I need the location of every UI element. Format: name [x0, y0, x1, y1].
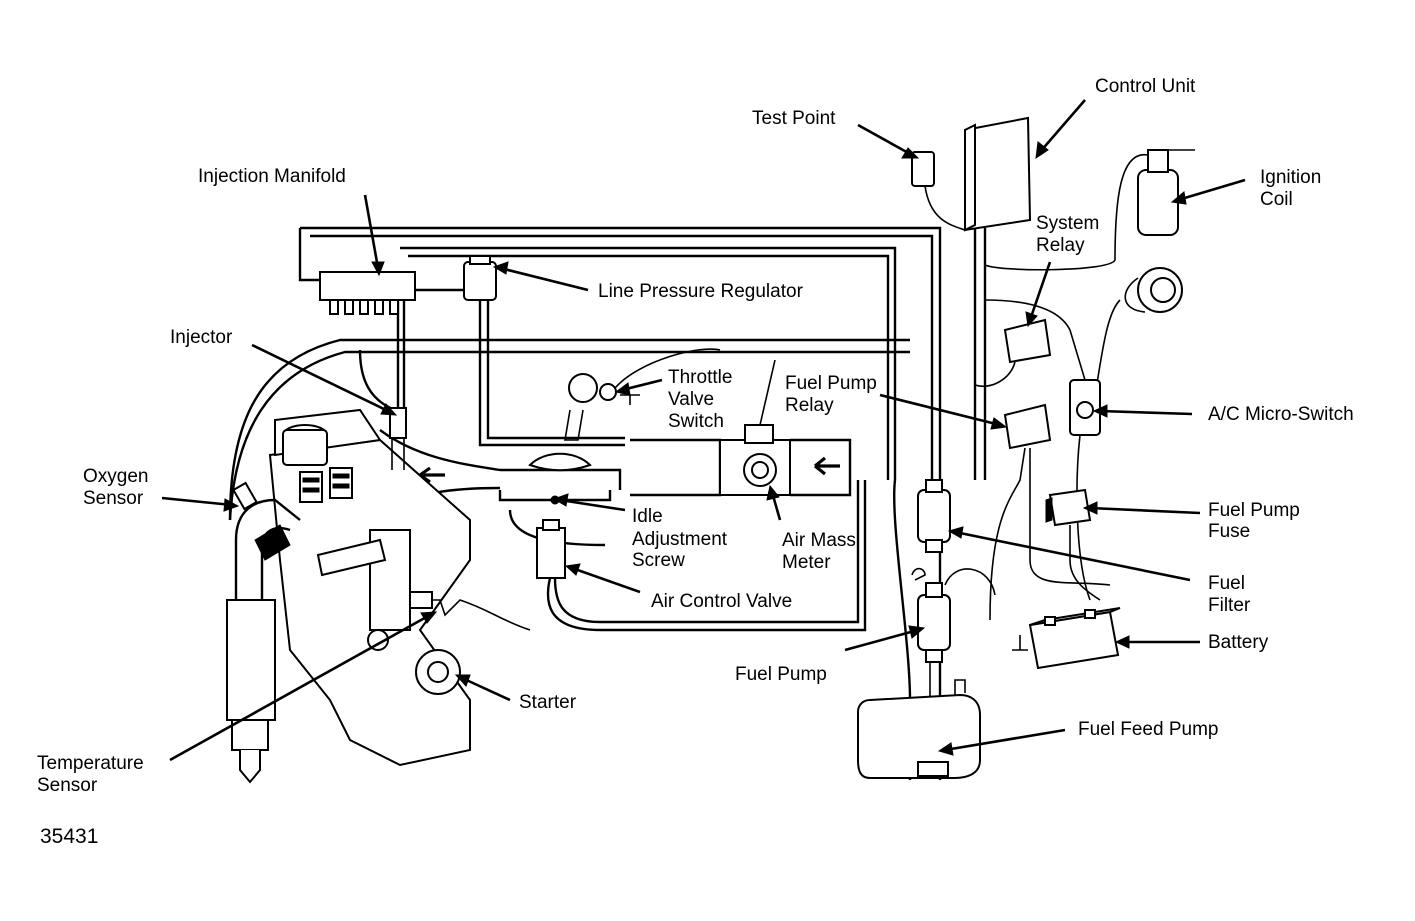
- figure-number: 35431: [40, 825, 98, 848]
- label-injection-manifold: Injection Manifold: [198, 166, 346, 187]
- leader-arrows: [161, 99, 1246, 762]
- label-ac-micro-switch: A/C Micro-Switch: [1208, 404, 1354, 425]
- air-mass-meter: [719, 424, 791, 496]
- control-unit: [911, 116, 1032, 480]
- label-throttle-valve-3: Switch: [668, 411, 724, 432]
- fuel-tank: [857, 567, 981, 779]
- label-temperature-sensor-2: Sensor: [37, 775, 98, 796]
- label-idle-adjustment-2: Adjustment: [632, 529, 728, 550]
- label-test-point: Test Point: [752, 108, 836, 129]
- label-fuel-filter-1: Fuel: [1208, 573, 1245, 594]
- label-fuel-pump-fuse-2: Fuse: [1208, 521, 1250, 542]
- starter: [409, 591, 531, 695]
- label-air-control-valve: Air Control Valve: [651, 591, 792, 612]
- label-air-mass-meter-1: Air Mass: [782, 530, 856, 551]
- label-idle-adjustment-3: Screw: [632, 550, 685, 571]
- system-relay: [974, 299, 1086, 387]
- engine-block: [268, 408, 471, 767]
- label-fuel-pump-fuse-1: Fuel Pump: [1208, 500, 1300, 521]
- label-fuel-feed-pump: Fuel Feed Pump: [1078, 719, 1218, 740]
- air-control-valve: [498, 480, 867, 632]
- fuel-lines: [298, 226, 942, 480]
- label-system-relay-1: System: [1036, 213, 1099, 234]
- exhaust-pipe: [226, 481, 301, 784]
- label-throttle-valve-2: Valve: [668, 389, 714, 410]
- label-temperature-sensor-1: Temperature: [37, 753, 144, 774]
- label-battery: Battery: [1208, 632, 1269, 653]
- label-fuel-pump: Fuel Pump: [735, 664, 827, 685]
- ignition-coil: [984, 149, 1195, 271]
- label-fuel-pump-relay-2: Relay: [785, 395, 834, 416]
- label-ignition-coil-2: Coil: [1260, 189, 1293, 210]
- label-control-unit: Control Unit: [1095, 76, 1196, 97]
- labels: Control Unit Test Point Ignition Coil In…: [37, 76, 1354, 848]
- battery: [1012, 607, 1121, 670]
- fuel-pump-relay: [989, 403, 1111, 621]
- label-line-pressure-regulator: Line Pressure Regulator: [598, 281, 804, 302]
- label-system-relay-2: Relay: [1036, 235, 1085, 256]
- injector: [389, 407, 407, 470]
- label-idle-adjustment-1: Idle: [632, 506, 663, 527]
- label-fuel-pump-relay-1: Fuel Pump: [785, 373, 877, 394]
- fuel-pump-fuse: [1045, 488, 1101, 601]
- throttle-valve-switch: [528, 348, 776, 472]
- label-oxygen-sensor-2: Sensor: [83, 488, 144, 509]
- label-fuel-filter-2: Filter: [1208, 595, 1251, 616]
- label-air-mass-meter-2: Meter: [782, 552, 831, 573]
- label-oxygen-sensor-1: Oxygen: [83, 466, 148, 487]
- label-ignition-coil-1: Ignition: [1260, 167, 1321, 188]
- line-pressure-regulator: [463, 255, 497, 301]
- label-starter: Starter: [519, 692, 577, 713]
- injection-manifold: [319, 271, 416, 315]
- label-throttle-valve-1: Throttle: [668, 367, 732, 388]
- label-injector: Injector: [170, 327, 233, 348]
